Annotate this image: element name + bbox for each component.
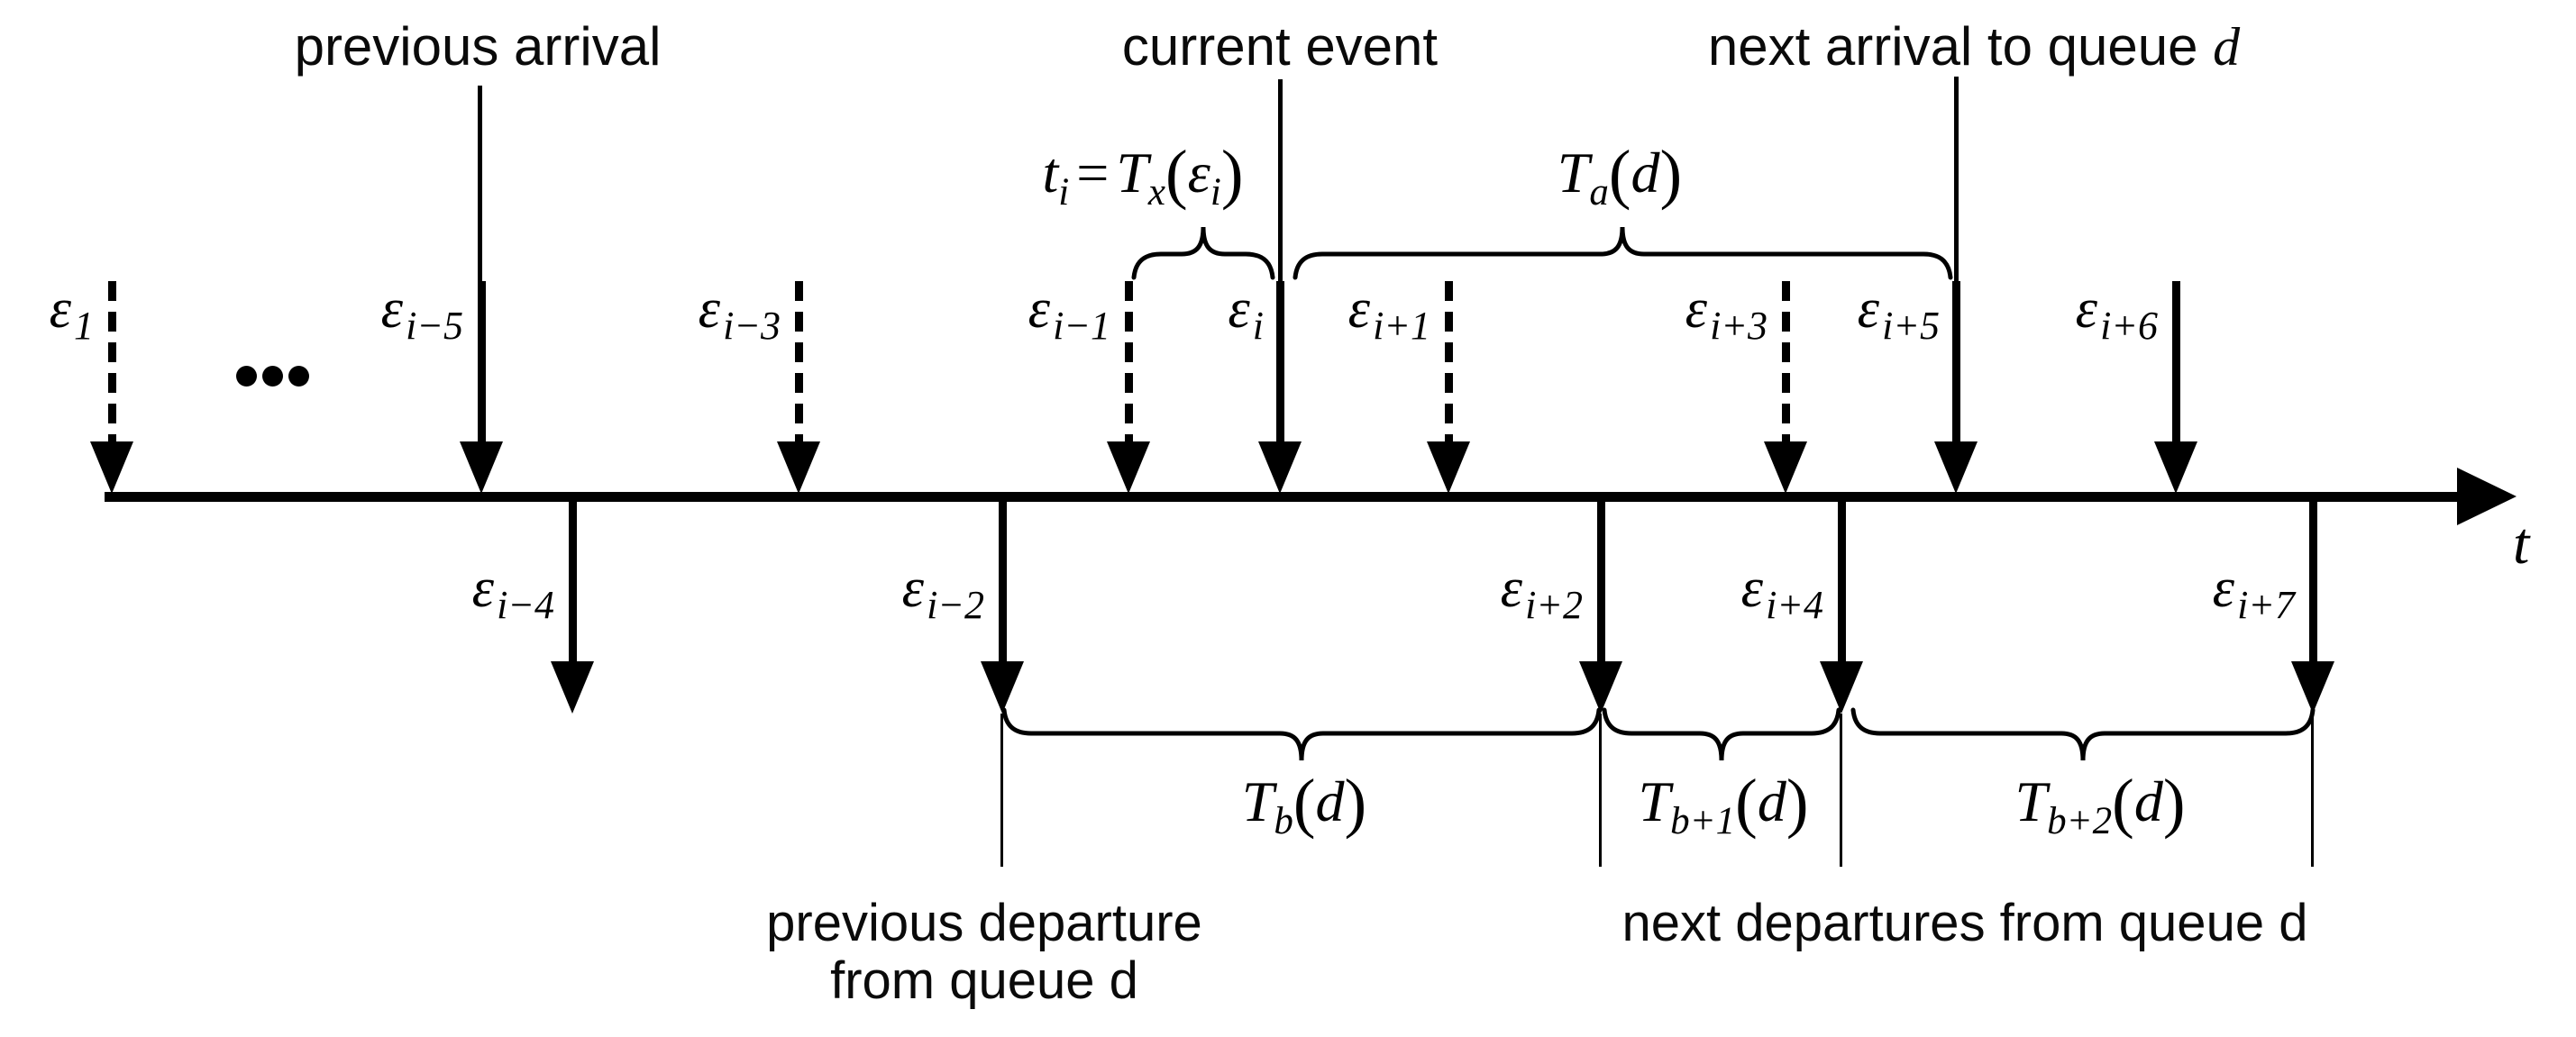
- time-axis: [105, 492, 2461, 502]
- departure-arrow-eps-i+4: [1820, 502, 1863, 714]
- arrowhead-icon: [2154, 441, 2197, 494]
- label-current-event: current event: [1121, 16, 1439, 77]
- departure-arrow-eps-i-2: [981, 502, 1024, 714]
- current-event-leader-line: [1278, 79, 1283, 286]
- formula-Tb2-d: Tb+2(d): [2014, 766, 2186, 842]
- departure-arrow-eps-i-4: [551, 502, 594, 714]
- brace-Tb-interval: [1001, 707, 1602, 761]
- event-label-eps-i+2: εi+2: [1500, 558, 1583, 628]
- next-arrival-leader-line: [1954, 77, 1959, 286]
- reference-line-eps-i+2: [1599, 714, 1602, 867]
- event-label-eps-i+1: εi+1: [1347, 278, 1430, 349]
- arrival-arrow-eps-i+1: [1427, 281, 1470, 494]
- arrowhead-icon: [981, 661, 1024, 714]
- arrowhead-icon: [1579, 661, 1622, 714]
- formula-ti-equals-Tx: ti=Tx(εi): [1042, 137, 1244, 214]
- departure-arrow-eps-i+2: [1579, 502, 1622, 714]
- event-label-eps-1: ε1: [49, 278, 94, 349]
- arrival-arrow-eps-i+6: [2154, 281, 2197, 494]
- event-label-eps-i+7: εi+7: [2212, 558, 2295, 628]
- event-label-eps-i+5: εi+5: [1857, 278, 1940, 349]
- arrival-arrow-eps-i+5: [1934, 281, 1978, 494]
- time-axis-arrowhead-icon: [2457, 468, 2517, 525]
- event-label-eps-i+3: εi+3: [1685, 278, 1768, 349]
- event-label-eps-i+6: εi+6: [2075, 278, 2158, 349]
- arrowhead-icon: [1427, 441, 1470, 494]
- arrival-arrow-eps-i+3: [1764, 281, 1807, 494]
- reference-line-eps-i+4: [1840, 714, 1842, 867]
- brace-Tb2-interval: [1850, 707, 2316, 761]
- departure-arrow-eps-i+7: [2291, 502, 2334, 714]
- formula-Ta-d: Ta(d): [1557, 137, 1683, 214]
- event-label-eps-i-2: εi−2: [901, 558, 984, 628]
- arrowhead-icon: [1764, 441, 1807, 494]
- label-previous-departure-line1: previous departure: [766, 894, 1202, 952]
- arrowhead-icon: [777, 441, 820, 494]
- arrival-arrow-eps-i-1: [1107, 281, 1150, 494]
- arrowhead-icon: [2291, 661, 2334, 714]
- reference-line-eps-i+7: [2311, 714, 2314, 867]
- brace-Tb1-interval: [1602, 707, 1841, 761]
- formula-Tb1-d: Tb+1(d): [1638, 766, 1809, 842]
- arrowhead-icon: [1107, 441, 1150, 494]
- arrowhead-icon: [90, 441, 133, 494]
- arrival-arrow-eps-i-3: [777, 281, 820, 494]
- label-next-departures: next departures from queue d: [1621, 894, 2308, 952]
- event-label-eps-i: εi: [1228, 278, 1264, 349]
- arrival-arrow-eps-1: [90, 281, 133, 494]
- brace-ti-interval: [1131, 226, 1275, 280]
- label-previous-departure-line2: from queue d: [830, 951, 1138, 1010]
- arrowhead-icon: [1820, 661, 1863, 714]
- arrowhead-icon: [1934, 441, 1978, 494]
- event-label-eps-i-5: εi−5: [380, 278, 463, 349]
- ellipsis-icon: [236, 366, 309, 387]
- arrival-arrow-eps-i-5: [460, 281, 503, 494]
- arrowhead-icon: [460, 441, 503, 494]
- event-label-eps-i-3: εi−3: [698, 278, 781, 349]
- previous-arrival-leader-line: [478, 86, 482, 286]
- brace-Ta-interval: [1293, 226, 1953, 280]
- event-label-eps-i-1: εi−1: [1028, 278, 1110, 349]
- event-label-eps-i+4: εi+4: [1740, 558, 1823, 628]
- arrowhead-icon: [1258, 441, 1302, 494]
- label-next-arrival: next arrival to queue d: [1707, 16, 2241, 77]
- label-previous-arrival: previous arrival: [294, 16, 662, 77]
- reference-line-eps-i-2: [1000, 714, 1003, 867]
- arrival-arrow-eps-i: [1258, 281, 1302, 494]
- time-axis-label: t: [2513, 511, 2530, 577]
- event-label-eps-i-4: εi−4: [471, 558, 554, 628]
- formula-Tb-d: Tb(d): [1241, 766, 1367, 842]
- arrowhead-icon: [551, 661, 594, 714]
